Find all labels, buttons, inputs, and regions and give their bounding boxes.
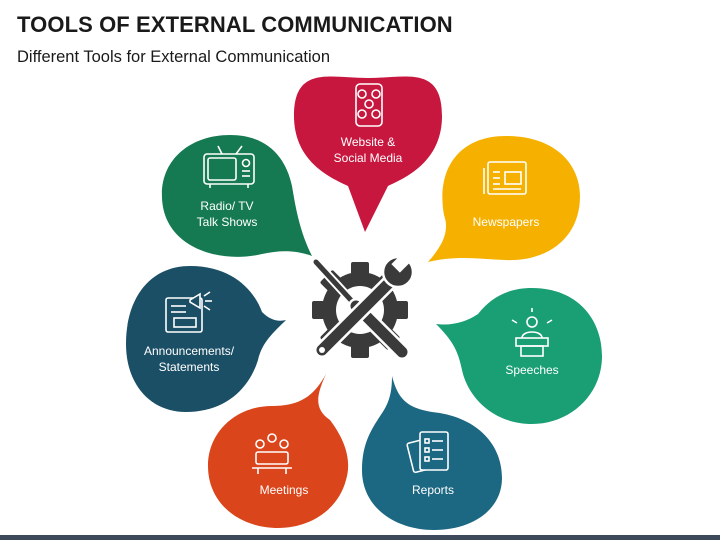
wrench-screwdriver-gear-icon bbox=[311, 251, 415, 360]
newspaper-icon bbox=[483, 161, 527, 195]
bubble-label-line-1: Radio/ TV bbox=[200, 199, 253, 213]
page-subtitle: Different Tools for External Communicati… bbox=[17, 48, 331, 66]
bubble-shape bbox=[161, 135, 312, 257]
bubble-label-line-1: Website & bbox=[341, 135, 395, 149]
bubble-label-line-2: Statements bbox=[159, 360, 220, 374]
bubble-label-line-1: Speeches bbox=[505, 363, 558, 377]
bubble-shape bbox=[436, 288, 602, 424]
bubble-label-line-1: Reports bbox=[412, 483, 454, 497]
bubble-newspapers: Newspapers bbox=[428, 136, 580, 262]
bubble-shape bbox=[428, 136, 580, 262]
podium-speaker-icon bbox=[511, 308, 553, 357]
bubble-radio-tv-talk-shows: Radio/ TV Talk Shows bbox=[161, 135, 312, 257]
bubble-label-line-1: Announcements/ bbox=[144, 344, 235, 358]
bubble-shape bbox=[294, 76, 442, 232]
bubble-speeches: Speeches bbox=[436, 288, 602, 424]
bubble-label-line-2: Social Media bbox=[334, 151, 403, 165]
bubble-shape bbox=[126, 266, 286, 412]
bubble-website-social-media: Website & Social Media bbox=[294, 76, 442, 232]
bottom-bar bbox=[0, 535, 720, 540]
bubble-announcements-statements: Announcements/ Statements bbox=[126, 266, 286, 412]
bubble-label-line-2: Talk Shows bbox=[197, 215, 258, 229]
smartphone-social-icon bbox=[355, 83, 383, 127]
bubble-label-line-1: Newspapers bbox=[473, 215, 540, 229]
bubble-shape bbox=[208, 374, 349, 528]
bubble-meetings: Meetings bbox=[208, 374, 349, 528]
bubble-reports: Reports bbox=[362, 376, 502, 530]
meeting-table-icon bbox=[252, 433, 292, 474]
page-title: TOOLS OF EXTERNAL COMMUNICATION bbox=[17, 12, 453, 37]
tv-radio-icon bbox=[203, 145, 255, 188]
megaphone-notice-icon bbox=[165, 291, 212, 333]
report-documents-icon bbox=[406, 431, 449, 474]
bubble-label-line-1: Meetings bbox=[260, 483, 309, 497]
